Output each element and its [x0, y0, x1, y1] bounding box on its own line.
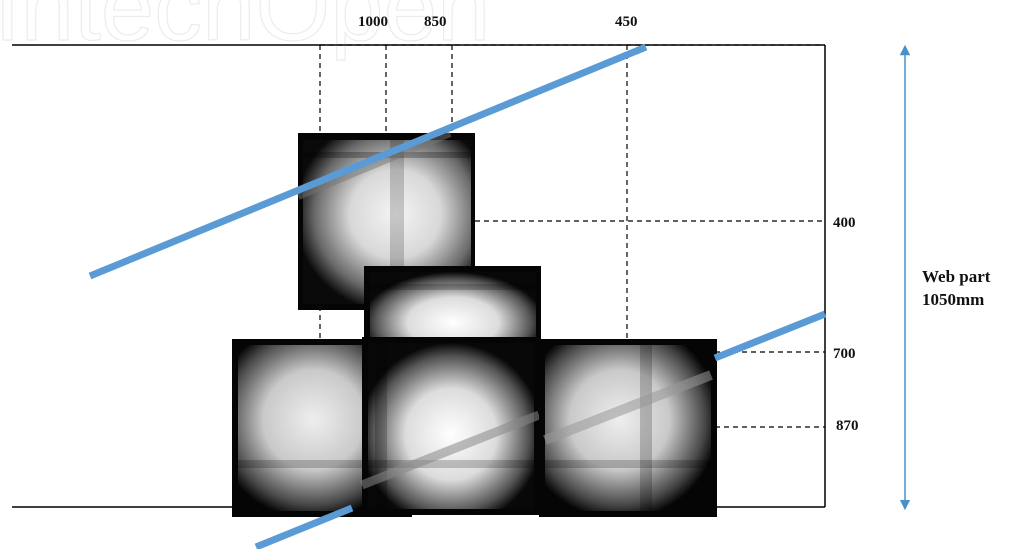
top-label-1000: 1000 — [358, 14, 388, 30]
lower-beam-line — [254, 504, 354, 549]
watermark-text: IntechOpen — [0, 0, 490, 61]
guide-lines — [319, 44, 825, 428]
web-part-label-line2: 1050mm — [922, 290, 984, 309]
image-tile-bottom-center — [360, 337, 541, 515]
image-tile-bottom-right — [539, 339, 717, 517]
right-label-400: 400 — [833, 215, 856, 231]
right-labels: 400 700 870 — [833, 215, 859, 434]
right-label-870: 870 — [836, 418, 859, 434]
beam-lines — [88, 43, 827, 549]
lower-beam-line-right — [713, 310, 827, 362]
top-labels: 1000 850 450 — [358, 14, 638, 30]
top-label-450: 450 — [615, 14, 638, 30]
web-part-label: Web part 1050mm — [922, 267, 991, 309]
upper-beam-line — [88, 43, 648, 280]
top-label-850: 850 — [424, 14, 447, 30]
web-part-label-line1: Web part — [922, 267, 991, 286]
right-label-700: 700 — [833, 346, 856, 362]
